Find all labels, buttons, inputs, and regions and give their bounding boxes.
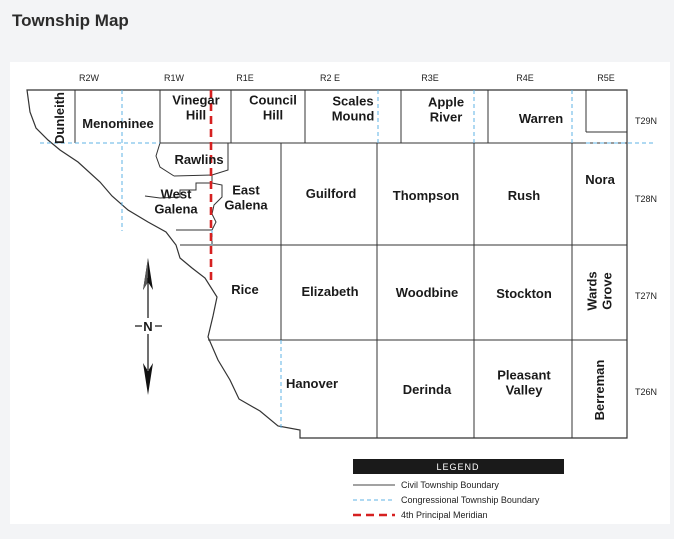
township-name-line: Hill <box>186 108 206 123</box>
tier-label: T28N <box>635 194 657 204</box>
township-label: Nora <box>585 172 615 187</box>
township-label: Dunleith <box>52 92 67 144</box>
township-name-line: Rawlins <box>174 152 223 167</box>
township-name-line: Dunleith <box>52 92 67 144</box>
civil-boundaries <box>74 90 627 438</box>
township-name-line: West <box>161 187 192 202</box>
legend-item: 4th Principal Meridian <box>353 510 488 520</box>
township-label: Menominee <box>82 116 154 131</box>
township-name-line: Mound <box>332 109 375 124</box>
township-label: Elizabeth <box>301 284 358 299</box>
township-name-line: Nora <box>585 172 615 187</box>
legend-title: LEGEND <box>436 462 479 472</box>
congressional-boundaries <box>40 90 656 430</box>
page-title: Township Map <box>12 11 129 30</box>
township-name-line: Rush <box>508 188 541 203</box>
township-name-line: Vinegar <box>172 93 219 108</box>
township-name-line: Guilford <box>306 186 357 201</box>
township-label: Rice <box>231 282 258 297</box>
township-label: Thompson <box>393 188 459 203</box>
township-name-line: Scales <box>332 94 373 109</box>
county-boundary <box>26 89 628 439</box>
tier-label: T29N <box>635 116 657 126</box>
township-name-line: Grove <box>600 272 615 310</box>
township-name-line: Hanover <box>286 376 338 391</box>
legend-item-label: Civil Township Boundary <box>401 480 499 490</box>
township-name-line: Wards <box>585 271 600 310</box>
township-name-line: Derinda <box>403 382 452 397</box>
compass-label: N <box>143 319 152 334</box>
legend: LEGEND Civil Township BoundaryCongressio… <box>353 459 564 520</box>
range-label: R4E <box>516 73 534 83</box>
township-name-line: Valley <box>506 383 544 398</box>
township-name-line: Council <box>249 93 297 108</box>
township-name-line: Apple <box>428 95 464 110</box>
legend-item: Civil Township Boundary <box>353 480 499 490</box>
township-name-line: Pleasant <box>497 368 551 383</box>
township-label: Derinda <box>403 382 452 397</box>
legend-item-label: 4th Principal Meridian <box>401 510 488 520</box>
township-name-line: Warren <box>519 111 563 126</box>
township-label: Rush <box>508 188 541 203</box>
township-name-line: Thompson <box>393 188 459 203</box>
township-name-line: Galena <box>154 202 198 217</box>
township-label: Guilford <box>306 186 357 201</box>
township-name-line: Hill <box>263 108 283 123</box>
township-name-line: Galena <box>224 198 268 213</box>
range-label: R5E <box>597 73 615 83</box>
township-label: Hanover <box>286 376 338 391</box>
range-label: R1E <box>236 73 254 83</box>
township-label: Stockton <box>496 286 552 301</box>
township-label: Warren <box>519 111 563 126</box>
legend-item: Congressional Township Boundary <box>353 495 540 505</box>
range-label: R1W <box>164 73 185 83</box>
township-label: Berreman <box>592 360 607 421</box>
township-label: Woodbine <box>396 285 459 300</box>
tier-label: T26N <box>635 387 657 397</box>
map-card <box>10 62 670 524</box>
township-name-line: Berreman <box>592 360 607 421</box>
township-name-line: Woodbine <box>396 285 459 300</box>
range-label: R3E <box>421 73 439 83</box>
township-label: Rawlins <box>174 152 223 167</box>
compass-north-arrow: N <box>135 258 162 395</box>
tier-label: T27N <box>635 291 657 301</box>
township-name-line: River <box>430 110 463 125</box>
township-name-line: Rice <box>231 282 258 297</box>
township-name-line: Stockton <box>496 286 552 301</box>
township-name-line: Menominee <box>82 116 154 131</box>
township-name-line: East <box>232 183 260 198</box>
township-name-line: Elizabeth <box>301 284 358 299</box>
legend-item-label: Congressional Township Boundary <box>401 495 540 505</box>
range-label: R2 E <box>320 73 340 83</box>
range-label: R2W <box>79 73 100 83</box>
legend-title-bar <box>353 459 564 474</box>
